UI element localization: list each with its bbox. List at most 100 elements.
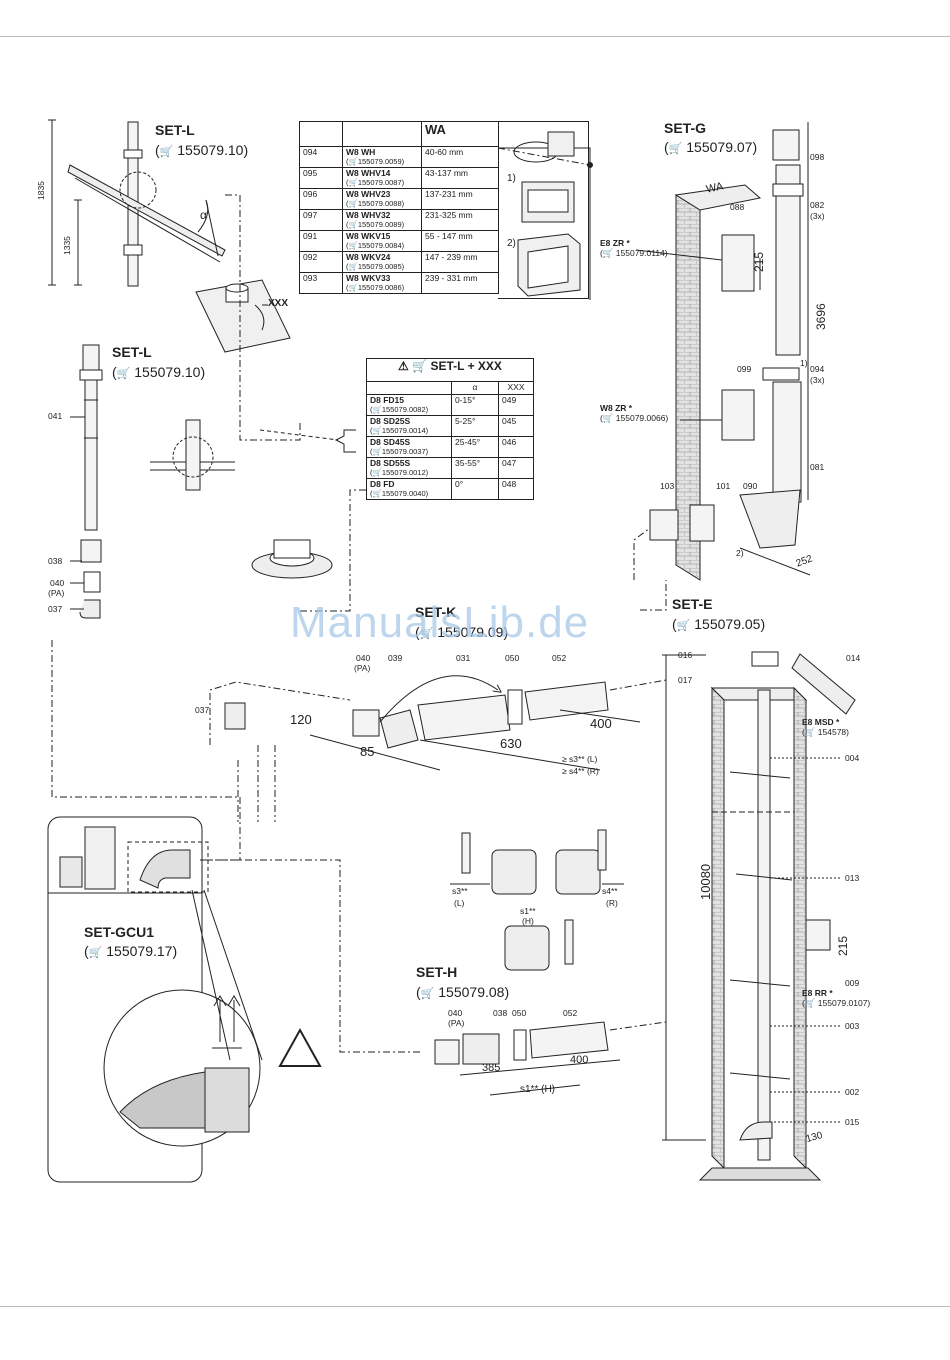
table-row: 097 W8 WHV32(🛒155079.0089) 231-325 mm <box>299 209 499 231</box>
s1-label: s1** <box>520 906 536 916</box>
w8zr-ref: (🛒 155079.0066) <box>600 413 669 423</box>
setl-top-title: SET-L <box>155 122 195 138</box>
seth-drawing <box>434 1021 621 1096</box>
s4-r-label: (R) <box>606 898 618 908</box>
setg-title: SET-G <box>664 120 707 136</box>
label-017: 017 <box>678 675 693 685</box>
warning-icon: ⚠ <box>398 359 409 373</box>
setk-title: SET-K <box>415 604 457 620</box>
dim-215-top: 215 <box>752 251 766 272</box>
k-label-039: 039 <box>388 653 403 663</box>
setl-xxx-table: ⚠ 🛒 SET-L + XXX α XXX D8 FD15(🛒155079.00… <box>366 358 534 500</box>
wa-note-2: 2) <box>507 238 516 249</box>
k-label-031: 031 <box>456 653 471 663</box>
wa-bracket-images-panel <box>498 121 589 299</box>
flat-roof-drawing <box>150 419 333 579</box>
setg-note-1: 1) <box>800 358 808 368</box>
table-row: 095 W8 WHV14(🛒155079.0087) 43-137 mm <box>299 167 499 189</box>
s1-h-dim: s1** (H) <box>520 1084 556 1095</box>
setl-table-title-row: ⚠ 🛒 SET-L + XXX <box>366 358 534 382</box>
setl-mid-title: SET-L <box>112 344 152 360</box>
label-082: 082 <box>810 200 825 210</box>
label-002: 002 <box>845 1087 860 1097</box>
label-040-pa: (PA) <box>48 588 65 598</box>
setl-vertical-drawing <box>70 344 103 619</box>
label-014: 014 <box>846 653 861 663</box>
table-row: D8 SD45S(🛒155079.0037) 25-45° 046 <box>366 436 534 458</box>
label-088: 088 <box>730 202 745 212</box>
wa-table-header-row: WA <box>299 121 499 147</box>
setl-mid-ref: (🛒 155079.10) <box>112 364 206 380</box>
dim-400: 400 <box>590 716 612 731</box>
h-label-040: 040 <box>448 1008 463 1018</box>
dim-385: 385 <box>482 1062 501 1074</box>
k-label-037: 037 <box>195 705 210 715</box>
cart-icon: 🛒 <box>676 620 691 632</box>
seth-ref: (🛒 155079.08) <box>416 984 510 1000</box>
dim-215-shaft: 215 <box>836 935 850 956</box>
label-094-qty: (3x) <box>810 375 825 385</box>
dim-3696: 3696 <box>814 303 828 330</box>
setl-roof-drawing <box>48 119 291 353</box>
k-label-040: 040 <box>356 653 371 663</box>
label-015: 015 <box>845 1117 860 1127</box>
table-row: 096 W8 WHV23(🛒155079.0088) 137-231 mm <box>299 188 499 210</box>
wa-note-1: 1) <box>507 173 516 184</box>
dim-120: 120 <box>290 712 312 727</box>
s4-label: s4** <box>602 886 618 896</box>
label-081: 081 <box>810 462 825 472</box>
label-037: 037 <box>48 604 63 614</box>
setgcu1-drawing <box>47 816 322 1183</box>
k-label-052: 052 <box>552 653 567 663</box>
label-098: 098 <box>810 152 825 162</box>
wall-bracket-icon <box>513 131 581 297</box>
h-label-052: 052 <box>563 1008 578 1018</box>
setk-drawing <box>224 675 641 771</box>
cart-icon: 🛒 <box>88 947 103 959</box>
setgcu1-ref: (🛒 155079.17) <box>84 943 178 959</box>
s3-left-min: ≥ s3** (L) <box>562 754 598 764</box>
bottom-rule <box>0 1306 950 1307</box>
wa-table-connector <box>498 147 591 300</box>
h-label-038: 038 <box>493 1008 508 1018</box>
label-094: 094 <box>810 364 825 374</box>
seth-title: SET-H <box>416 964 458 980</box>
label-038: 038 <box>48 556 63 566</box>
table-row: 091 W8 WKV15(🛒155079.0084) 55 - 147 mm <box>299 230 499 252</box>
table-row: 092 W8 WKV24(🛒155079.0085) 147 - 239 mm <box>299 251 499 273</box>
h-label-040-pa: (PA) <box>448 1018 465 1028</box>
dim-85: 85 <box>360 744 375 759</box>
table-row: 094 W8 WH(🛒155079.0059) 40-60 mm <box>299 146 499 168</box>
s3-label: s3** <box>452 886 468 896</box>
dim-630: 630 <box>500 736 522 751</box>
label-101: 101 <box>716 481 731 491</box>
wa-table-header: WA <box>421 121 499 147</box>
cart-icon: 🛒 <box>412 359 428 373</box>
setg-ref: (🛒 155079.07) <box>664 139 758 155</box>
label-082-qty: (3x) <box>810 211 825 221</box>
label-103: 103 <box>660 481 675 491</box>
label-003: 003 <box>845 1021 860 1031</box>
table-row: D8 FD15(🛒155079.0082) 0-15° 049 <box>366 394 534 416</box>
h-label-050: 050 <box>512 1008 527 1018</box>
table-row: 093 W8 WKV33(🛒155079.0086) 239 - 331 mm <box>299 272 499 294</box>
watermark: ManualsLib.de <box>290 598 590 647</box>
e8rr-ref: (🛒 155079.0107) <box>802 998 871 1008</box>
wa-table: WA 094 W8 WH(🛒155079.0059) 40-60 mm 095 … <box>299 121 499 294</box>
e8zr-label: E8 ZR * <box>600 238 630 248</box>
setg-note-2: 2) <box>736 548 744 558</box>
sete-drawing <box>662 651 856 1181</box>
setl-bracket <box>334 429 356 453</box>
label-090: 090 <box>743 481 758 491</box>
e8zr-ref: (🛒 155079.0114) <box>600 248 668 258</box>
label-004: 004 <box>845 753 860 763</box>
k-label-050: 050 <box>505 653 520 663</box>
cart-icon: 🛒 <box>419 628 434 640</box>
table-row: D8 SD55S(🛒155079.0012) 35-55° 047 <box>366 457 534 479</box>
label-040: 040 <box>50 578 65 588</box>
e8msd-ref: (🛒 154578) <box>802 727 849 737</box>
e8msd-label: E8 MSD * <box>802 717 840 727</box>
table-row: D8 SD25S(🛒155079.0014) 5-25° 045 <box>366 415 534 437</box>
setl-table-header-row: α XXX <box>366 381 534 395</box>
